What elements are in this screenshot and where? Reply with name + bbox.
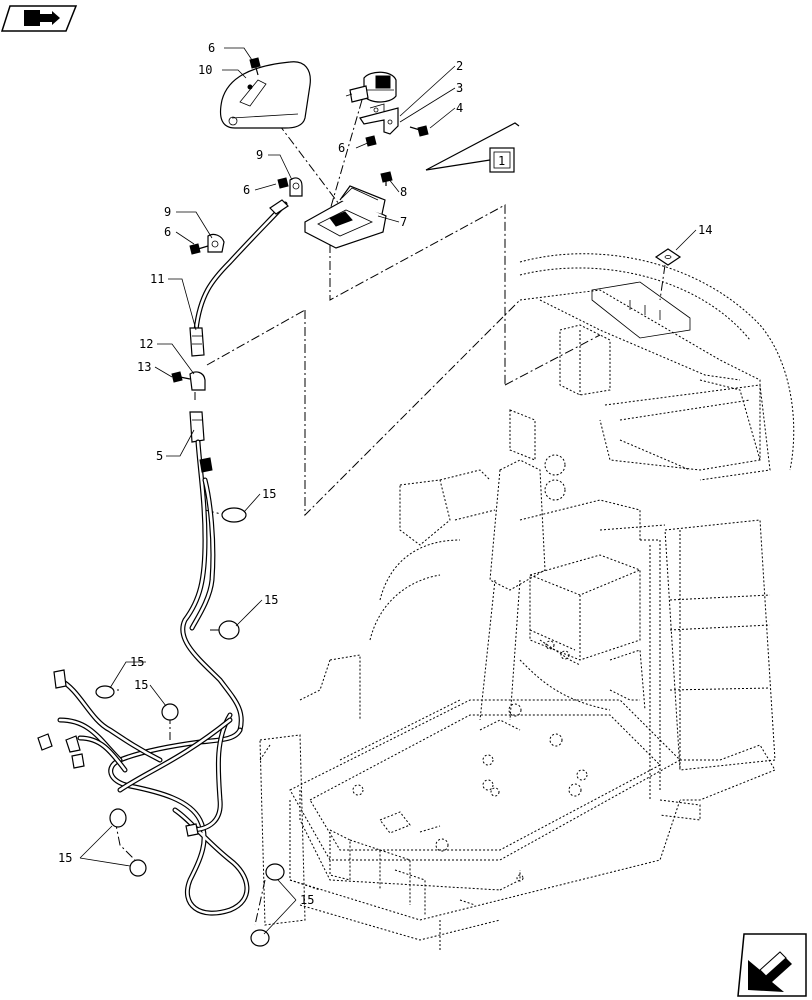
callout-4: 4: [456, 101, 463, 115]
base-plate-part-7[interactable]: [304, 185, 387, 249]
callout-6: 6: [243, 183, 250, 197]
bolt-part-6-mid[interactable]: [365, 135, 377, 147]
cable-part-11[interactable]: [189, 199, 289, 357]
screw-part-13[interactable]: [171, 371, 191, 383]
callout-6: 6: [208, 41, 215, 55]
callout-10: 10: [198, 63, 212, 77]
callout-6: 6: [164, 225, 171, 239]
callout-3: 3: [456, 81, 463, 95]
callout-6: 6: [338, 141, 345, 155]
label-part-14[interactable]: [654, 248, 682, 266]
callout-2: 2: [456, 59, 463, 73]
callout-7: 7: [400, 215, 407, 229]
clamp-part-12[interactable]: [189, 371, 206, 391]
callout-15: 15: [264, 593, 278, 607]
callout-12: 12: [139, 337, 153, 351]
bracket-part-3[interactable]: [359, 103, 399, 135]
view-orientation-icon[interactable]: [0, 5, 78, 32]
harness-part-5[interactable]: [37, 411, 250, 916]
callout-9: 9: [164, 205, 171, 219]
cover-part-10[interactable]: [219, 61, 311, 129]
camera-part-2[interactable]: [345, 71, 397, 103]
callout-9: 9: [256, 148, 263, 162]
frame-part-1[interactable]: [425, 122, 520, 173]
callout-15: 15: [262, 487, 276, 501]
callout-14: 14: [698, 223, 712, 237]
callout-15: 15: [134, 678, 148, 692]
bolt-part-6-upper[interactable]: [277, 177, 289, 189]
navigation-arrow-icon[interactable]: [737, 933, 807, 997]
callout-15: 15: [58, 851, 72, 865]
bolt-part-6-lower[interactable]: [189, 243, 209, 255]
clip-part-9-upper[interactable]: [289, 177, 303, 197]
machine-frame: [259, 253, 795, 950]
leader-lines: [79, 47, 697, 935]
callout-13: 13: [137, 360, 151, 374]
screw-part-8[interactable]: [380, 171, 393, 186]
callout-1: 1: [498, 154, 505, 168]
callout-5: 5: [156, 449, 163, 463]
callout-15: 15: [300, 893, 314, 907]
clip-part-9-lower[interactable]: [207, 233, 225, 253]
bolt-part-6-top[interactable]: [249, 57, 261, 76]
callout-8: 8: [400, 185, 407, 199]
bolt-part-4[interactable]: [409, 125, 429, 137]
callout-11: 11: [150, 272, 164, 286]
callout-15: 15: [130, 655, 144, 669]
tie-strap-part-15[interactable]: [95, 507, 285, 947]
callout-labels: 6 10 2 3 4 6 1 9 6 8 7 9 6 14 11 12 13 5…: [58, 41, 712, 907]
